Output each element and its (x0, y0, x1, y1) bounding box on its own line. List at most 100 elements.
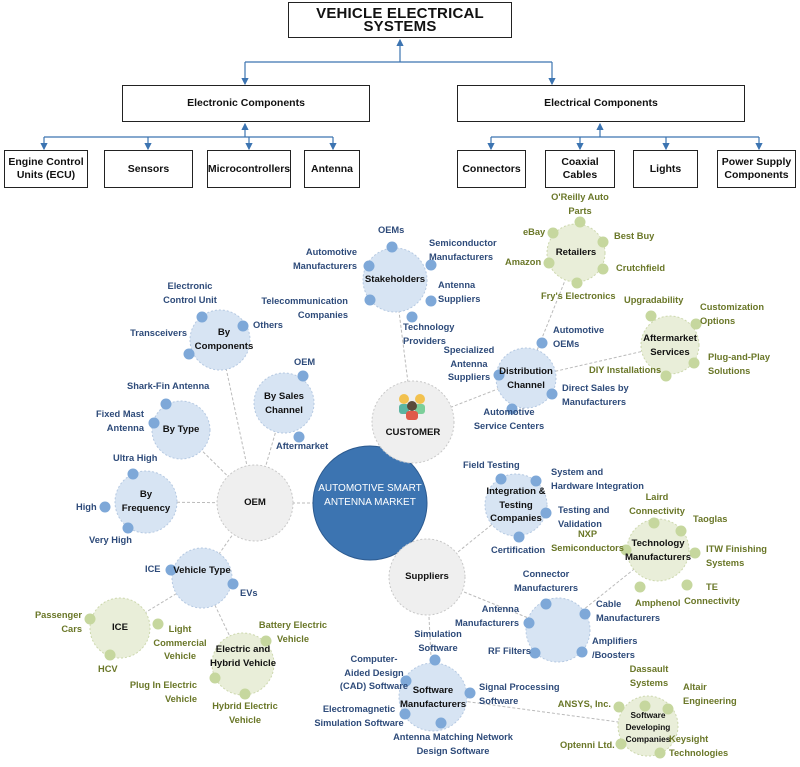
item-dot (293, 431, 305, 443)
item-dot (574, 216, 586, 228)
node-by-components[interactable] (189, 309, 251, 371)
customer-label: CUSTOMER (385, 427, 441, 438)
power-supply-box: Power Supply Components (717, 150, 796, 188)
antenna-box: Antenna (304, 150, 360, 188)
item-amphenol: Amphenol (635, 598, 681, 608)
item-cable-manufacturers: Cable Manufacturers (596, 599, 661, 623)
item-hcv: HCV (98, 664, 118, 674)
item-fixed-mast: Fixed Mast Antenna (95, 409, 144, 433)
node-distribution-channel[interactable] (495, 347, 557, 409)
item-signal-processing: Signal Processing Software (479, 682, 560, 706)
item-dot (152, 618, 164, 630)
item-dot (620, 544, 632, 556)
item-evs: EVs (240, 588, 258, 598)
item-dot (227, 578, 239, 590)
node-stakeholders[interactable] (362, 247, 428, 313)
item-dot (237, 320, 249, 332)
item-dot (399, 708, 411, 720)
ice-label: ICE (112, 622, 128, 633)
node-suppliers[interactable] (388, 538, 466, 616)
item-dot (506, 403, 518, 415)
distribution-channel-label: Distribution Channel (499, 366, 553, 391)
node-vehicle-type[interactable] (171, 547, 233, 609)
item-battery-electric: Battery Electric Vehicle (258, 620, 328, 644)
item-automotive-oems: Automotive OEMs (553, 325, 605, 349)
item-dot (645, 310, 657, 322)
item-itw: ITW Finishing Systems (706, 544, 767, 568)
item-dot (660, 370, 672, 382)
item-amplifiers: Amplifiers /Boosters (592, 636, 638, 660)
hierarchy-arrows (40, 38, 763, 151)
item-dot (654, 747, 666, 759)
item-dot (297, 370, 309, 382)
item-dot (662, 703, 674, 715)
item-dot (435, 717, 447, 729)
sensors-box: Sensors (104, 150, 193, 188)
item-telecom-companies: Telecommunication Companies (261, 296, 348, 320)
item-dot (689, 547, 701, 559)
node-by-type[interactable] (151, 400, 211, 460)
item-aftermarket: Aftermarket (276, 441, 329, 451)
blue-item-dots (99, 241, 591, 729)
item-dot (540, 507, 552, 519)
item-dot (239, 688, 251, 700)
node-customer[interactable] (371, 380, 455, 464)
item-dot (122, 522, 134, 534)
item-antenna-suppliers: Antenna Suppliers (438, 280, 481, 304)
item-dot (84, 613, 96, 625)
item-simulation-software: Simulation Software (414, 629, 462, 653)
item-dot (183, 348, 195, 360)
item-dot (615, 738, 627, 750)
item-rf-filters: RF Filters (488, 646, 531, 656)
item-dot (571, 277, 583, 289)
item-dot (513, 531, 525, 543)
node-by-sales-channel[interactable] (253, 372, 315, 434)
item-dot (406, 311, 418, 323)
node-hardware-suppliers[interactable] (525, 597, 591, 663)
item-dot (547, 227, 559, 239)
connectors-box: Connectors (457, 150, 526, 188)
item-altair: Altair Engineering (683, 682, 737, 706)
item-nxp: NXP Semiconductors (551, 529, 624, 553)
item-dot (363, 260, 375, 272)
node-by-frequency[interactable] (114, 470, 178, 534)
item-high: High (76, 502, 97, 512)
item-amazon: Amazon (505, 257, 542, 267)
node-market[interactable] (312, 445, 428, 561)
item-oreilly: O'Reilly Auto Parts (551, 192, 609, 216)
item-semiconductor-manufacturers: Semiconductor Manufacturers (429, 238, 497, 262)
item-dot (464, 687, 476, 699)
item-field-testing: Field Testing (463, 460, 520, 470)
item-direct-sales: Direct Sales by Manufacturers (562, 383, 629, 407)
ecu-box: Engine Control Units (ECU) (4, 150, 88, 188)
item-dot (493, 369, 505, 381)
item-hybrid-electric: Hybrid Electric Vehicle (212, 701, 278, 725)
integration-testing-label: Integration & Testing Companies (486, 486, 546, 524)
item-ecu: Electronic Control Unit (163, 281, 217, 305)
item-others: Others (253, 320, 283, 330)
market-label: AUTOMOTIVE SMART ANTENNA MARKET (318, 483, 422, 508)
item-diy: DIY Installations (589, 365, 662, 375)
node-ice[interactable] (89, 597, 151, 659)
aftermarket-services-label: Aftermarket Services (643, 333, 697, 358)
item-ansys: ANSYS, Inc. (557, 699, 611, 709)
item-dot (675, 525, 687, 537)
item-dot (523, 617, 535, 629)
item-customization: Customization Options (700, 302, 765, 326)
item-dot (634, 581, 646, 593)
item-dot (425, 295, 437, 307)
item-dot (400, 675, 412, 687)
item-plug-and-play: Plug-and-Play Solutions (708, 352, 770, 376)
item-dot (579, 608, 591, 620)
item-dot (196, 311, 208, 323)
item-antenna-manufacturers: Antenna Manufacturers (454, 604, 519, 628)
item-dot (386, 241, 398, 253)
retailers-label: Retailers (555, 247, 597, 258)
item-dot (543, 257, 555, 269)
item-antenna-matching: Antenna Matching Network Design Software (393, 732, 513, 756)
item-automotive-manufacturers: Automotive Manufacturers (292, 247, 357, 271)
node-oem[interactable] (216, 464, 294, 542)
by-type-label: By Type (162, 424, 200, 435)
item-shark-fin: Shark-Fin Antenna (127, 381, 210, 391)
electric-hybrid-label: Electric and Hybrid Vehicle (209, 644, 277, 669)
